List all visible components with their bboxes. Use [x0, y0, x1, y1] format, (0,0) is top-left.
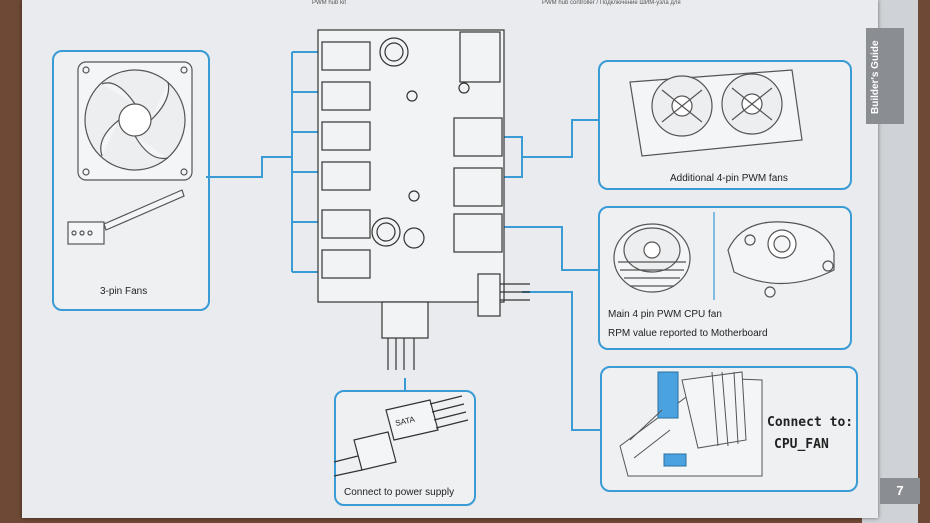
additional-fans-caption: Additional 4-pin PWM fans: [670, 173, 788, 184]
header-right-fragment: PWM hub controller / Подключение ШИМ-узл…: [542, 0, 681, 6]
cpu-fan-caption-line1: Main 4 pin PWM CPU fan: [608, 309, 722, 320]
cpu-fan-caption-line2: RPM value reported to Motherboard: [608, 328, 768, 339]
cpu-fan-header-label: CPU_FAN: [774, 437, 829, 452]
motherboard-drawing: [619, 371, 763, 477]
sata-label: SATA: [394, 415, 416, 428]
radiator-drawing: [629, 69, 803, 157]
page-number: 7: [880, 478, 920, 504]
manual-page: PWM hub kit PWM hub controller / Подключ…: [22, 0, 878, 518]
wiring-diagram: SATA: [67, 29, 835, 477]
builders-guide-tab: Builder's Guide: [866, 28, 904, 124]
sata-connector-drawing: [333, 395, 469, 477]
blue-connection-lines: [206, 51, 600, 431]
three-pin-fan-drawing: [67, 61, 193, 245]
three-pin-fans-caption: 3-pin Fans: [100, 286, 148, 297]
pwm-hub-board: [317, 29, 530, 370]
connect-to-label: Connect to:: [767, 415, 854, 430]
header-strip: PWM hub kit PWM hub controller / Подключ…: [22, 0, 878, 10]
builders-guide-label: Builder's Guide: [870, 40, 881, 114]
cpu-cooler-drawing: [613, 212, 835, 300]
header-left-fragment: PWM hub kit: [312, 0, 347, 6]
power-supply-caption: Connect to power supply: [344, 487, 455, 498]
